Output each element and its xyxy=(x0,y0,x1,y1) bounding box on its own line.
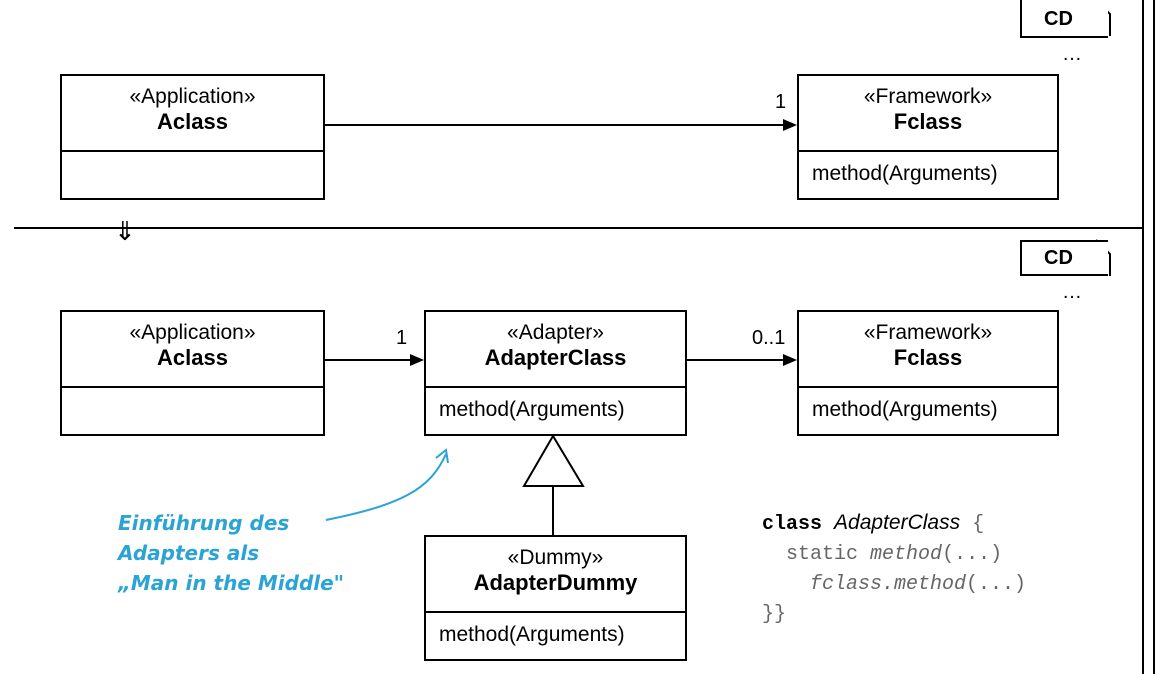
top-association-arrowhead xyxy=(783,119,797,131)
cd-tag-bottom: CD xyxy=(1020,240,1108,276)
class-method: method(Arguments) xyxy=(812,162,998,185)
class-name: AdapterClass xyxy=(484,345,627,370)
cd-tag-top: CD xyxy=(1020,0,1108,38)
class-header: «Application» Aclass xyxy=(62,76,323,152)
class-name: Fclass xyxy=(893,345,963,370)
adapter-class-box[interactable]: «Adapter» AdapterClass method(Arguments) xyxy=(424,310,687,436)
stereotype: «Framework» xyxy=(863,321,993,344)
cd-tag-label: CD xyxy=(1044,247,1073,269)
class-name: Fclass xyxy=(893,109,963,134)
code-close-braces: }} xyxy=(762,603,787,626)
top-aclass-box[interactable]: «Application» Aclass xyxy=(60,74,325,200)
class-method: method(Arguments) xyxy=(812,398,998,421)
class-header: «Adapter» AdapterClass xyxy=(426,312,685,388)
class-name: Aclass xyxy=(157,345,228,370)
class-method: method(Arguments) xyxy=(439,623,625,646)
top-ellipsis: … xyxy=(1062,43,1084,65)
code-call-args: (...) xyxy=(966,573,1027,596)
code-line-3: fclass.method(...) xyxy=(762,570,1026,600)
note-curve-arrow xyxy=(325,453,447,521)
code-call-target: fclass.method xyxy=(810,573,967,596)
class-header: «Framework» Fclass xyxy=(799,312,1057,388)
class-header: «Framework» Fclass xyxy=(799,76,1057,152)
class-name: AdapterDummy xyxy=(473,570,638,595)
code-line-2: static method(...) xyxy=(762,540,1026,570)
code-keyword-class: class xyxy=(762,513,823,536)
class-name: Aclass xyxy=(157,109,228,134)
stereotype: «Dummy» xyxy=(507,546,604,569)
note-line-2: Adapters als xyxy=(118,541,260,565)
aclass-adapter-multiplicity: 1 xyxy=(396,327,408,349)
note-line-1: Einführung des xyxy=(118,511,290,535)
top-fclass-box[interactable]: «Framework» Fclass method(Arguments) xyxy=(797,74,1059,200)
transform-down-arrow: ⇓ xyxy=(114,216,136,246)
class-method: method(Arguments) xyxy=(439,398,625,421)
stereotype: «Adapter» xyxy=(507,321,604,344)
bottom-aclass-box[interactable]: «Application» Aclass xyxy=(60,310,325,436)
adapter-dummy-box[interactable]: «Dummy» AdapterDummy method(Arguments) xyxy=(424,535,687,661)
bottom-fclass-box[interactable]: «Framework» Fclass method(Arguments) xyxy=(797,310,1059,436)
stereotype: «Framework» xyxy=(863,85,993,108)
note-arrowhead xyxy=(435,448,449,464)
code-class-name: AdapterClass xyxy=(834,511,961,534)
cd-tag-label: CD xyxy=(1044,8,1073,30)
stereotype: «Application» xyxy=(129,85,256,108)
note-line-3: „Man in the Middle" xyxy=(118,571,345,595)
code-method-args: (...) xyxy=(942,543,1003,566)
adapter-note: Einführung des Adapters als „Man in the … xyxy=(118,508,344,598)
code-line-4: }} xyxy=(762,600,1026,630)
code-snippet: class AdapterClass { static method(...) … xyxy=(762,508,1026,630)
adapter-fclass-multiplicity: 0..1 xyxy=(752,327,786,349)
top-multiplicity: 1 xyxy=(775,91,787,113)
aclass-adapter-arrowhead xyxy=(410,354,424,366)
stereotype: «Application» xyxy=(129,321,256,344)
class-header: «Application» Aclass xyxy=(62,312,323,388)
generalization-triangle xyxy=(522,434,585,487)
code-keyword-static: static xyxy=(786,543,859,566)
code-method-name: method xyxy=(870,543,943,566)
code-open-brace: { xyxy=(960,513,985,536)
code-line-1: class AdapterClass { xyxy=(762,508,1026,540)
bottom-ellipsis: … xyxy=(1062,281,1084,303)
adapter-fclass-arrowhead xyxy=(783,354,797,366)
class-header: «Dummy» AdapterDummy xyxy=(426,537,685,613)
